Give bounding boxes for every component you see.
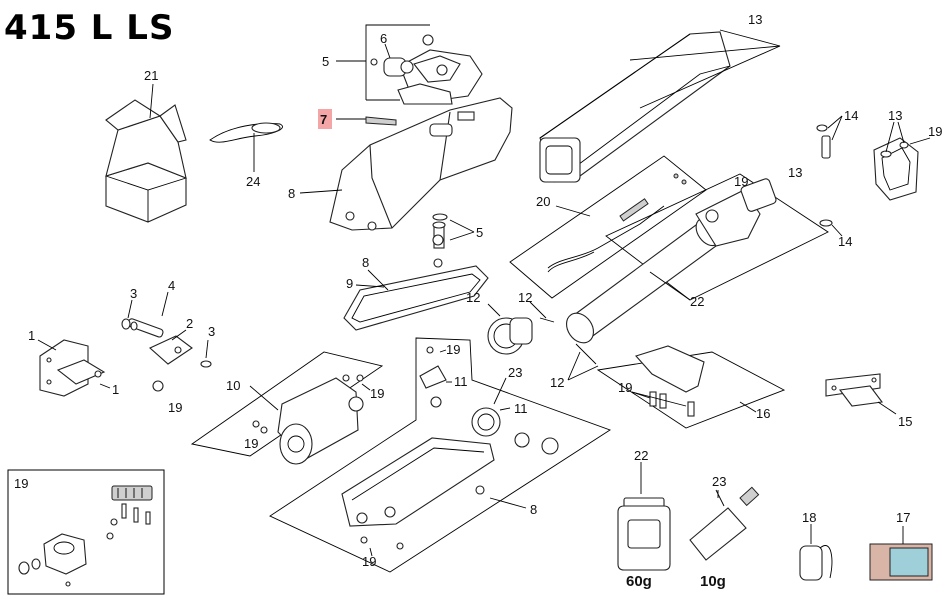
callout-19a: 19 bbox=[928, 124, 942, 139]
callout-19d: 19 bbox=[370, 386, 384, 401]
callout-23b: 23 bbox=[712, 474, 726, 489]
part-22-actuator bbox=[566, 173, 829, 344]
callout-7: 7 bbox=[320, 112, 327, 127]
part-5-shaft bbox=[432, 213, 475, 249]
part-23-grease-tube bbox=[689, 486, 760, 561]
callout-19e: 19 bbox=[244, 436, 258, 451]
grease-weight-label: 60g bbox=[626, 573, 652, 590]
callout-23a: 23 bbox=[508, 365, 522, 380]
part-16-bracket bbox=[596, 345, 786, 429]
callout-22b: 22 bbox=[634, 448, 648, 463]
callout-12a: 12 bbox=[466, 290, 480, 305]
part-13-profile bbox=[539, 29, 781, 183]
callout-19g: 19 bbox=[362, 554, 376, 569]
callout-19f: 19 bbox=[446, 342, 460, 357]
callout-6: 6 bbox=[380, 31, 387, 46]
callout-14b: 14 bbox=[838, 234, 852, 249]
part-18-capacitor bbox=[799, 524, 833, 581]
page-title: 415 L LS bbox=[4, 8, 175, 48]
part-8-housing bbox=[299, 97, 513, 231]
part-5-cap-assembly bbox=[336, 24, 483, 105]
part-22-grease-jar bbox=[617, 462, 671, 571]
part-2-clevis bbox=[121, 291, 212, 392]
callout-1b: 1 bbox=[112, 382, 119, 397]
callout-9: 9 bbox=[346, 276, 353, 291]
callout-2: 2 bbox=[186, 316, 193, 331]
callout-17: 17 bbox=[896, 510, 910, 525]
part-8-lower-housing bbox=[269, 337, 612, 573]
callout-3a: 3 bbox=[130, 286, 137, 301]
callout-8a: 8 bbox=[288, 186, 295, 201]
callout-1a: 1 bbox=[28, 328, 35, 343]
callout-24: 24 bbox=[246, 174, 260, 189]
callout-16: 16 bbox=[756, 406, 770, 421]
callout-19i: 19 bbox=[14, 476, 28, 491]
highlight-7 bbox=[318, 109, 332, 129]
part-15-bracket bbox=[825, 373, 897, 415]
callout-10: 10 bbox=[226, 378, 240, 393]
callout-8b: 8 bbox=[362, 255, 369, 270]
callout-14a: 14 bbox=[844, 108, 858, 123]
callout-22a: 22 bbox=[690, 294, 704, 309]
callout-21: 21 bbox=[144, 68, 158, 83]
callout-12c: 12 bbox=[550, 375, 564, 390]
callout-20: 20 bbox=[536, 194, 550, 209]
callout-5a: 5 bbox=[322, 54, 329, 69]
part-14-pins bbox=[816, 115, 843, 237]
inset-19-detail bbox=[7, 469, 165, 595]
callout-13c: 13 bbox=[788, 165, 802, 180]
callout-5b: 5 bbox=[476, 225, 483, 240]
callout-11a: 11 bbox=[454, 374, 468, 389]
callout-12b: 12 bbox=[518, 290, 532, 305]
part-9-gasket bbox=[343, 258, 489, 331]
part-7-screws bbox=[336, 116, 397, 126]
callout-19c: 19 bbox=[168, 400, 182, 415]
callout-13a: 13 bbox=[748, 12, 762, 27]
part-24-cord bbox=[209, 122, 283, 172]
callout-13b: 13 bbox=[888, 108, 902, 123]
part-20-cable bbox=[509, 155, 707, 299]
part-12-gear bbox=[487, 301, 599, 381]
callout-11b: 11 bbox=[514, 401, 528, 416]
part-13-endcap bbox=[873, 121, 931, 201]
part-21-box bbox=[105, 83, 187, 223]
callout-4: 4 bbox=[168, 278, 175, 293]
part-17-board bbox=[869, 526, 933, 581]
callout-19h: 19 bbox=[618, 380, 632, 395]
part-10-motor bbox=[190, 351, 384, 465]
tube-weight-label: 10g bbox=[700, 573, 726, 590]
callout-18: 18 bbox=[802, 510, 816, 525]
part-1-bracket bbox=[37, 339, 111, 397]
callout-8c: 8 bbox=[530, 502, 537, 517]
callout-15: 15 bbox=[898, 414, 912, 429]
callout-3b: 3 bbox=[208, 324, 215, 339]
callout-19b: 19 bbox=[734, 174, 748, 189]
